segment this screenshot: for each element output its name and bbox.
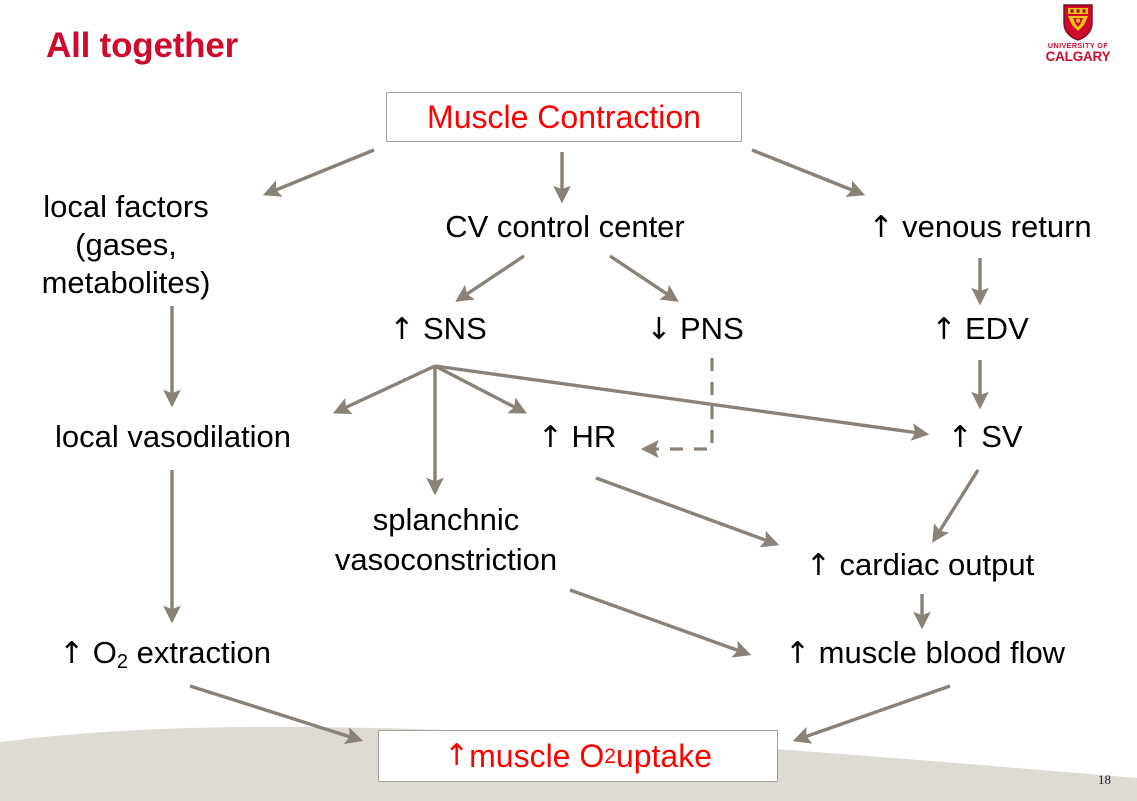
node-local-factors[interactable]: local factors (gases, metabolites) xyxy=(10,188,242,302)
node-cv-control-center-label: CV control center xyxy=(445,209,685,244)
edge-cv-control-to-sns xyxy=(455,254,525,302)
up-arrow-icon: ↑ xyxy=(931,312,957,347)
edge-sv-to-cardiac-output xyxy=(932,469,980,543)
node-muscle-o2-uptake-label-pre: muscle O xyxy=(469,738,605,774)
node-local-factors-line1: local factors xyxy=(43,189,209,224)
edge-sns-to-local-vasodilation xyxy=(332,364,436,414)
edge-splanchnic-to-muscle-blood-flow xyxy=(569,588,752,658)
node-muscle-contraction[interactable]: Muscle Contraction xyxy=(386,92,742,142)
node-venous-return[interactable]: ↑ venous return xyxy=(830,208,1130,247)
node-sns-label: SNS xyxy=(423,311,487,346)
node-o2-extraction-subscript: 2 xyxy=(116,651,128,673)
calgary-shield-icon xyxy=(1063,4,1093,41)
edge-hr-to-cardiac-output xyxy=(595,476,780,548)
up-arrow-icon: ↑ xyxy=(58,636,85,671)
node-o2-extraction-label-post: extraction xyxy=(128,635,272,670)
node-pns-label: PNS xyxy=(680,311,744,346)
edge-sns-to-hr xyxy=(434,364,528,414)
edge-muscle-contraction-to-local-factors xyxy=(262,148,375,197)
node-pns[interactable]: ↓ PNS xyxy=(620,310,770,349)
node-muscle-blood-flow[interactable]: ↑ muscle blood flow xyxy=(730,634,1120,673)
up-arrow-icon: ↑ xyxy=(868,210,894,245)
edge-cv-control-to-pns xyxy=(609,254,679,302)
up-arrow-icon: ↑ xyxy=(805,548,831,583)
node-sns[interactable]: ↑ SNS xyxy=(368,310,508,349)
up-arrow-icon: ↑ xyxy=(784,636,811,671)
node-sv-label: SV xyxy=(981,419,1023,454)
university-logo: UNIVERSITY OF CALGARY xyxy=(1041,3,1115,65)
node-splanchnic-vasoconstriction[interactable]: splanchnic vasoconstriction xyxy=(296,500,596,580)
up-arrow-icon: ↑ xyxy=(389,312,415,347)
edge-pns-to-hr-dashed xyxy=(640,358,714,458)
page-number: 18 xyxy=(1098,772,1111,787)
node-local-vasodilation[interactable]: local vasodilation xyxy=(8,418,338,456)
node-venous-return-label: venous return xyxy=(902,209,1092,244)
down-arrow-icon: ↓ xyxy=(646,312,672,347)
node-o2-extraction-label-pre: O xyxy=(92,635,117,670)
node-splanchnic-line1: splanchnic xyxy=(372,502,520,537)
node-edv[interactable]: ↑ EDV xyxy=(900,310,1060,349)
node-splanchnic-line2: vasoconstriction xyxy=(334,542,558,577)
node-local-factors-line3: metabolites) xyxy=(41,265,211,300)
node-local-factors-line2: (gases, xyxy=(75,227,177,262)
up-arrow-icon: ↑ xyxy=(537,420,563,455)
node-cardiac-output[interactable]: ↑ cardiac output xyxy=(760,546,1080,585)
node-hr[interactable]: ↑ HR xyxy=(512,418,642,457)
logo-line-2: CALGARY xyxy=(1045,49,1111,64)
up-arrow-icon: ↑ xyxy=(443,738,470,773)
node-muscle-o2-uptake-subscript: 2 xyxy=(604,744,616,768)
node-o2-extraction[interactable]: ↑ O2 extraction xyxy=(10,634,320,681)
edge-sns-to-sv xyxy=(434,364,930,441)
up-arrow-icon: ↑ xyxy=(947,420,973,455)
node-muscle-blood-flow-label: muscle blood flow xyxy=(818,635,1066,670)
node-edv-label: EDV xyxy=(965,311,1029,346)
edge-muscle-contraction-to-venous-return xyxy=(751,148,866,197)
node-hr-label: HR xyxy=(571,419,617,454)
page-title: All together xyxy=(46,26,239,65)
node-cardiac-output-label: cardiac output xyxy=(839,547,1035,582)
node-sv[interactable]: ↑ SV xyxy=(920,418,1050,457)
node-cv-control-center[interactable]: CV control center xyxy=(430,208,700,246)
node-muscle-contraction-label: Muscle Contraction xyxy=(427,99,701,135)
node-local-vasodilation-label: local vasodilation xyxy=(54,419,292,454)
node-muscle-o2-uptake-label-post: uptake xyxy=(615,738,713,774)
logo-line-1: UNIVERSITY OF xyxy=(1047,41,1109,50)
